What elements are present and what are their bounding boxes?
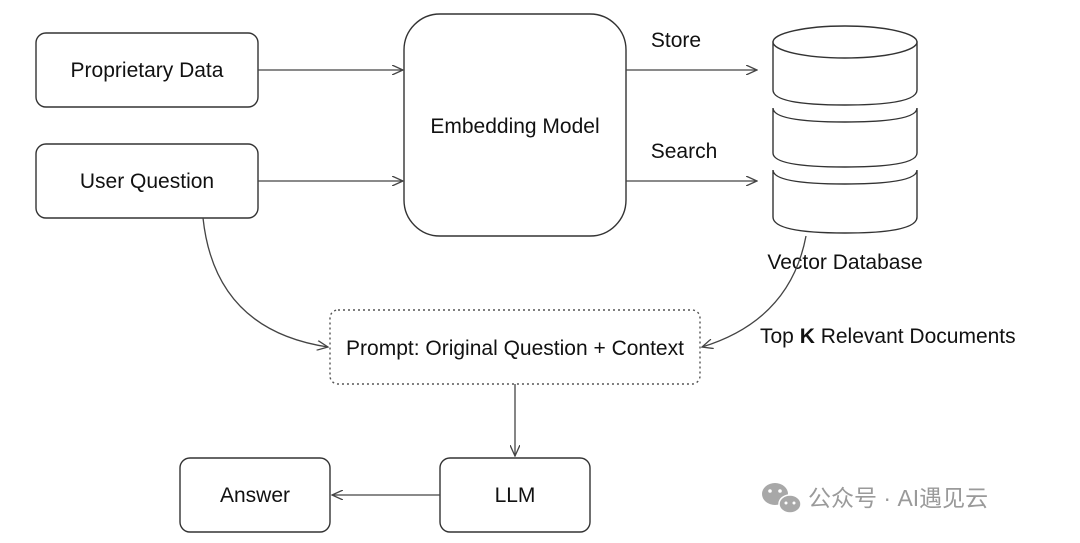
wechat-icon <box>762 483 802 514</box>
vector-database-label: Vector Database <box>767 251 922 274</box>
answer-label: Answer <box>220 484 290 507</box>
user-question-node: User Question <box>35 143 259 219</box>
store-edge-label: Store <box>651 29 701 52</box>
watermark: 公众号 · AI遇见云 <box>762 483 988 514</box>
proprietary-data-label: Proprietary Data <box>71 59 224 82</box>
embedding-model-node: Embedding Model <box>403 13 627 237</box>
llm-node: LLM <box>439 457 591 533</box>
proprietary-data-node: Proprietary Data <box>35 32 259 108</box>
top-k-bold: K <box>800 325 815 348</box>
edge-question-to-prompt <box>202 217 328 347</box>
llm-label: LLM <box>495 484 536 507</box>
top-k-suffix: Relevant Documents <box>815 325 1016 348</box>
top-k-edge-label: Top K Relevant Documents <box>760 325 1016 348</box>
watermark-text: 公众号 · AI遇见云 <box>808 485 988 511</box>
answer-node: Answer <box>179 457 331 533</box>
user-question-label: User Question <box>80 170 214 193</box>
search-edge-label: Search <box>651 140 718 163</box>
prompt-node: Prompt: Original Question + Context <box>329 309 701 385</box>
edge-database-to-prompt <box>702 235 807 347</box>
vector-database-node: Vector Database <box>767 25 923 274</box>
embedding-model-label: Embedding Model <box>430 115 599 138</box>
top-k-prefix: Top <box>760 325 800 348</box>
prompt-label: Prompt: Original Question + Context <box>346 337 684 360</box>
